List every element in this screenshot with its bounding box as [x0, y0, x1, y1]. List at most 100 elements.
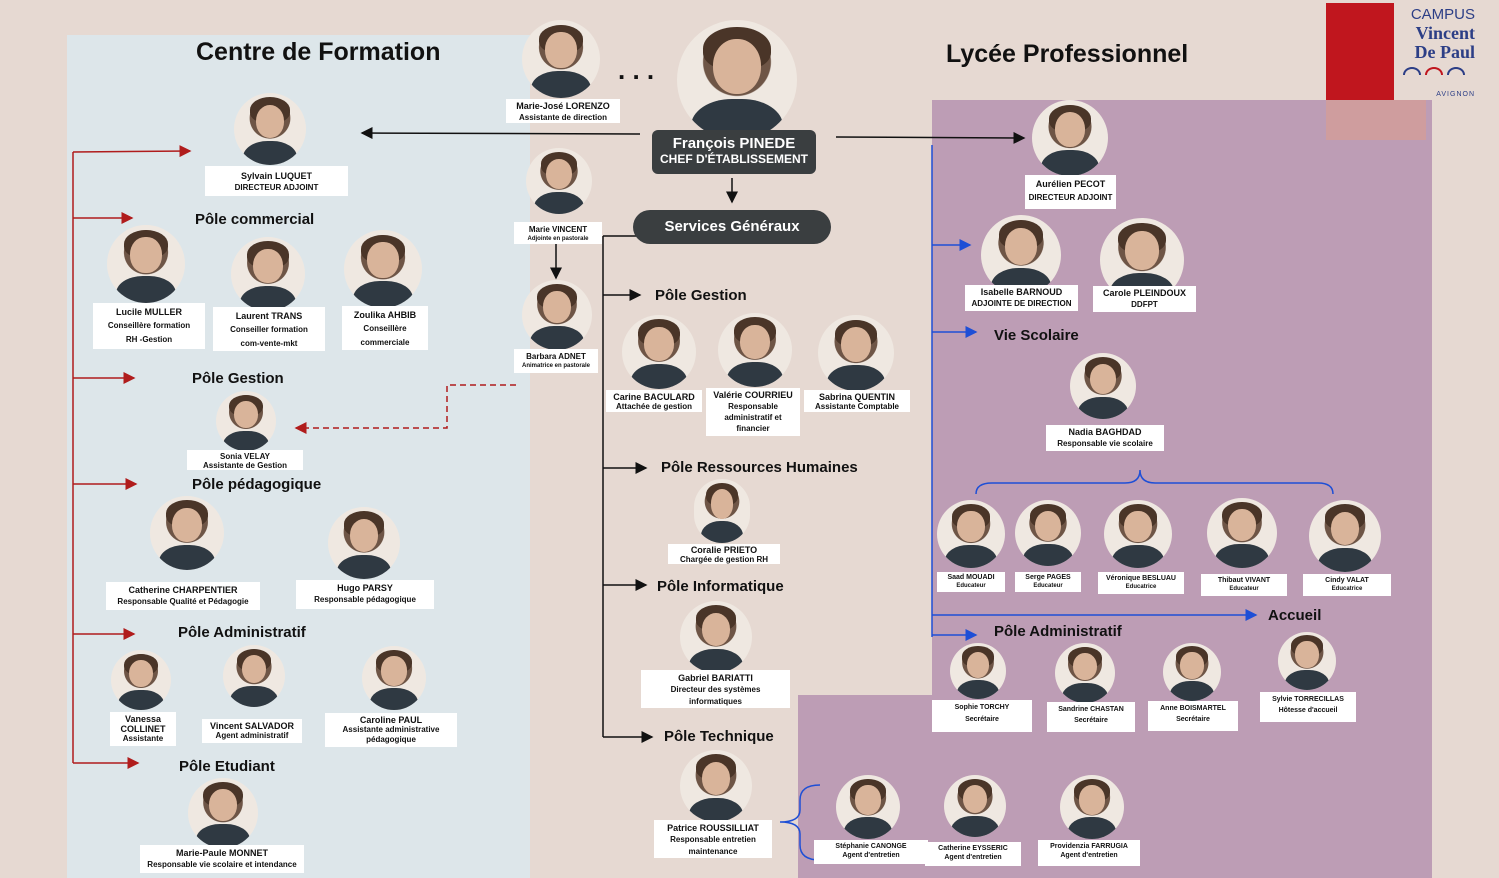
- photo-besluau: [1104, 500, 1172, 568]
- name-monnet: Marie-Paule MONNET: [175, 848, 269, 858]
- photo-boismartel: [1163, 643, 1221, 701]
- photo-roussilliat: [680, 750, 752, 822]
- card-roussilliat: Patrice ROUSSILLIAT Responsable entretie…: [654, 820, 772, 858]
- lycee-professionnel-title: Lycée Professionnel: [946, 40, 1189, 68]
- role-vincent: Adjointe en pastorale: [527, 236, 589, 242]
- name-paul: Caroline PAUL: [359, 715, 423, 725]
- photo-valat: [1309, 500, 1381, 572]
- name-mouadi: Saad MOUADI: [947, 574, 995, 581]
- name-farrugia: Providenzia FARRUGIA: [1050, 843, 1128, 850]
- name-prieto: Coralie PRIETO: [690, 545, 758, 555]
- left-pole-etudiant: Pôle Etudiant: [179, 758, 275, 775]
- left-pole-commercial: Pôle commercial: [195, 211, 315, 228]
- card-pecot: Aurélien PECOT DIRECTEUR ADJOINT: [1025, 175, 1116, 209]
- card-salvador: Vincent SALVADOR Agent administratif: [202, 719, 302, 743]
- role-collinet: Assistante: [122, 734, 164, 743]
- role-baghdad: Responsable vie scolaire: [1057, 439, 1153, 448]
- services-generaux-pill: Services Généraux: [633, 210, 831, 244]
- name-vincent: Marie VINCENT: [528, 225, 588, 234]
- photo-lorenzo: [522, 20, 600, 98]
- card-monnet: Marie-Paule MONNET Responsable vie scola…: [140, 845, 304, 873]
- card-vivant: Thibaut VIVANT Educateur: [1201, 574, 1287, 596]
- card-muller: Lucile MULLER Conseillère formation RH -…: [93, 303, 205, 349]
- card-mouadi: Saad MOUADI Educateur: [937, 572, 1005, 592]
- card-boismartel: Anne BOISMARTEL Secrétaire: [1148, 701, 1238, 731]
- right-accueil: Accueil: [1268, 607, 1322, 624]
- role-boismartel: Secrétaire: [1176, 716, 1210, 723]
- name-pleindoux: Carole PLEINDOUX: [1102, 288, 1187, 298]
- logo-line-2: Vincent: [1415, 23, 1475, 43]
- logo-line-4: AVIGNON: [1436, 91, 1475, 98]
- name-pinede: François PINEDE: [672, 135, 796, 152]
- card-ahbib: Zoulika AHBIB Conseillère commerciale: [342, 306, 428, 350]
- role-roussilliat: Responsable entretien: [670, 835, 756, 844]
- name-charpentier: Catherine CHARPENTIER: [128, 585, 238, 595]
- photo-chastan: [1055, 643, 1115, 703]
- card-baghdad: Nadia BAGHDAD Responsable vie scolaire: [1046, 425, 1164, 451]
- role2-ahbib: commerciale: [360, 338, 410, 347]
- photo-salvador: [223, 645, 285, 707]
- name-luquet: Sylvain LUQUET: [240, 171, 312, 181]
- card-barnoud: Isabelle BARNOUD ADJOINTE DE DIRECTION: [965, 285, 1078, 311]
- arrow-to-centre-formation: [360, 127, 641, 140]
- role-velay: Assistante de Gestion: [202, 461, 288, 470]
- card-chastan: Sandrine CHASTAN Secrétaire: [1047, 702, 1135, 732]
- middle-pole-technique: Pôle Technique: [664, 728, 774, 745]
- role-pages: Educateur: [1033, 583, 1063, 589]
- card-velay: Sonia VELAY Assistante de Gestion: [187, 450, 303, 470]
- name1-collinet: Vanessa: [124, 714, 162, 724]
- role-ahbib: Conseillère: [363, 324, 407, 333]
- arrow-to-lycee: [835, 131, 1026, 144]
- photo-pecot: [1032, 100, 1108, 176]
- role2-trans: com-vente-mkt: [240, 339, 298, 348]
- card-pleindoux: Carole PLEINDOUX DDFPT: [1093, 286, 1196, 312]
- card-farrugia: Providenzia FARRUGIA Agent d'entretien: [1038, 840, 1140, 866]
- name-muller: Lucile MULLER: [115, 307, 182, 317]
- photo-muller: [107, 225, 185, 303]
- name-eysseric: Catherine EYSSERIC: [938, 845, 1008, 852]
- role-valat: Educatrice: [1331, 586, 1363, 592]
- name-valat: Cindy VALAT: [1325, 577, 1369, 584]
- name-canonge: Stéphanie CANONGE: [835, 843, 907, 850]
- role-besluau: Educatrice: [1125, 584, 1157, 590]
- logo-fade-band: [1326, 100, 1426, 140]
- name-pecot: Aurélien PECOT: [1035, 179, 1106, 189]
- name-vivant: Thibaut VIVANT: [1217, 577, 1271, 584]
- photo-baculard: [622, 315, 696, 389]
- role-barnoud: ADJOINTE DE DIRECTION: [971, 299, 1072, 308]
- card-baculard: Carine BACULARD Attachée de gestion: [606, 390, 702, 412]
- photo-paul: [362, 646, 426, 710]
- name-besluau: Véronique BESLUAU: [1105, 575, 1176, 582]
- role-parsy: Responsable pédagogique: [314, 595, 416, 604]
- card-adnet: Barbara ADNET Animatrice en pastorale: [514, 349, 598, 373]
- photo-ahbib: [344, 230, 422, 308]
- role2-bariatti: informatiques: [689, 697, 742, 706]
- name-quentin: Sabrina QUENTIN: [818, 392, 895, 402]
- centre-formation-title: Centre de Formation: [196, 38, 441, 66]
- role-canonge: Agent d'entretien: [842, 852, 900, 859]
- logo-line-1: CAMPUS: [1410, 6, 1475, 23]
- role-salvador: Agent administratif: [215, 731, 289, 740]
- middle-pole-gestion: Pôle Gestion: [655, 287, 747, 304]
- role-torrecillas: Hôtesse d'accueil: [1278, 707, 1338, 714]
- name-adnet: Barbara ADNET: [526, 352, 586, 361]
- photo-parsy: [328, 507, 400, 579]
- name-salvador: Vincent SALVADOR: [209, 721, 294, 731]
- card-canonge: Stéphanie CANONGE Agent d'entretien: [814, 840, 928, 864]
- photo-bariatti: [680, 601, 752, 673]
- vie-scolaire-brace: [975, 469, 1334, 495]
- card-collinet: Vanessa COLLINET Assistante: [110, 712, 176, 746]
- middle-pole-rh: Pôle Ressources Humaines: [661, 459, 858, 476]
- right-pole-administratif: Pôle Administratif: [994, 623, 1122, 640]
- role2-courrieu: administratif et: [724, 413, 782, 422]
- arrow-left-luquet: [72, 145, 192, 158]
- name-barnoud: Isabelle BARNOUD: [980, 287, 1063, 297]
- card-valat: Cindy VALAT Educatrice: [1303, 574, 1391, 596]
- photo-monnet: [188, 778, 258, 848]
- card-lorenzo: Marie-José LORENZO Assistante de directi…: [506, 99, 620, 123]
- photo-barnoud: [981, 215, 1061, 295]
- name-chastan: Sandrine CHASTAN: [1058, 706, 1124, 713]
- name-torchy: Sophie TORCHY: [954, 704, 1010, 711]
- card-pages: Serge PAGES Educateur: [1015, 572, 1081, 592]
